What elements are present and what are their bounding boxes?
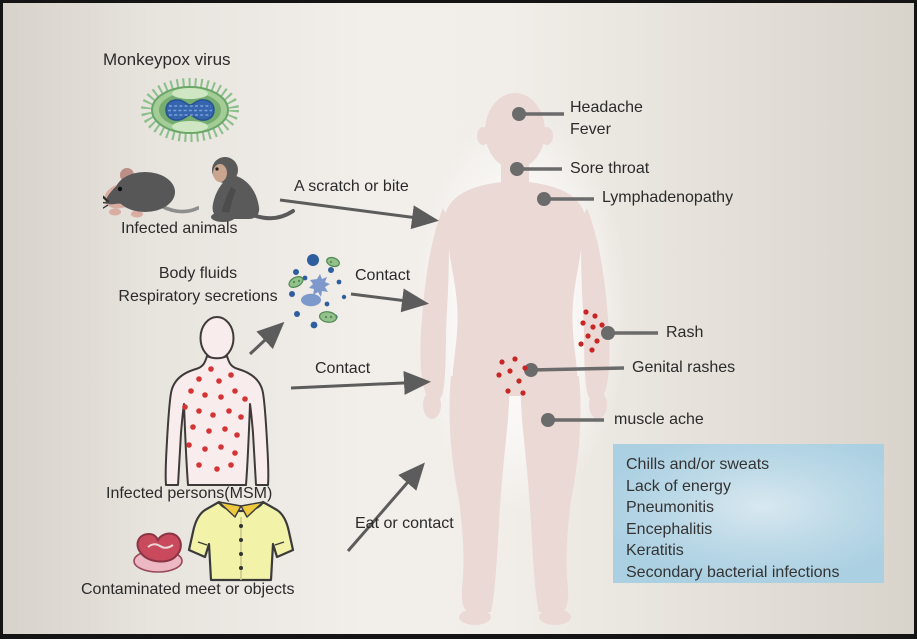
body-leg-right [520, 376, 581, 612]
body-arm-left [420, 208, 449, 401]
symptom-lymphadenopathy-label: Lymphadenopathy [602, 189, 734, 206]
monkeypox-virus-icon [141, 78, 239, 142]
arrow-eat-or-contact [346, 462, 425, 552]
infected-person-icon [164, 316, 270, 486]
callout-dot-headache-fever [512, 107, 526, 121]
complication-keratitis: Keratitis [626, 542, 684, 559]
meat-icon [133, 532, 183, 573]
arrow-person-to-fluids [248, 321, 285, 356]
body-arm-right [581, 208, 610, 401]
complication-encephalitis: Encephalitis [626, 520, 713, 538]
route-contact-1-label: Contact [355, 267, 411, 284]
symptom-fever-label: Fever [570, 121, 611, 138]
symptom-rash-label: Rash [666, 324, 704, 341]
body-foot-right [539, 609, 571, 625]
respiratory-secretions-label: Respiratory secretions [118, 288, 278, 305]
complication-lack-of-energy: Lack of energy [626, 477, 731, 495]
callout-dot-lymphadenopathy [537, 192, 551, 206]
body-torso [445, 181, 585, 396]
body-hand-left [423, 391, 441, 419]
body-foot-left [459, 609, 491, 625]
callout-dot-genital-rashes [524, 363, 538, 377]
body-fluids-label: Body fluids [158, 265, 238, 282]
symptom-sore-throat-label: Sore throat [570, 160, 650, 177]
complication-secondary-bacterial: Secondary bacterial infections [626, 563, 840, 581]
rash-dots-groin [496, 356, 528, 396]
body-head [485, 93, 545, 169]
callout-dot-muscle-ache [541, 413, 555, 427]
monkey-icon [211, 157, 295, 222]
arrow-contact-2 [290, 370, 431, 395]
infected-animals-label: Infected animals [121, 220, 238, 237]
infected-person-rash-dots [182, 366, 248, 472]
figure-title: Monkeypox virus [103, 50, 231, 69]
route-scratch-or-bite-label: A scratch or bite [294, 178, 409, 195]
complication-pneumonitis: Pneumonitis [626, 499, 715, 516]
body-leg-left [449, 376, 510, 612]
route-eat-or-contact-label: Eat or contact [355, 515, 454, 532]
symptom-genital-rashes-label: Genital rashes [632, 359, 736, 376]
body-hand-right [589, 391, 607, 419]
symptom-muscle-ache-label: muscle ache [614, 411, 704, 428]
rat-icon [103, 168, 199, 218]
arrow-contact-1 [350, 288, 429, 313]
body-fluids-particles-icon [288, 254, 347, 329]
shirt-icon [187, 500, 295, 582]
callout-dot-sore-throat [510, 162, 524, 176]
complication-chills: Chills and/or sweats [626, 456, 770, 473]
symptom-headache-label: Headache [570, 99, 643, 116]
callout-dot-rash [601, 326, 615, 340]
arrow-scratch-or-bite [279, 198, 439, 230]
rash-dots-forearm [578, 309, 605, 353]
infected-persons-label: Infected persons(MSM) [106, 485, 273, 502]
route-contact-2-label: Contact [315, 360, 371, 377]
connector-overlay [248, 107, 658, 552]
body-silhouette [420, 93, 610, 625]
complications-box: Chills and/or sweats Lack of energy Pneu… [613, 444, 884, 583]
callout-line-genital-rashes [530, 366, 625, 372]
contaminated-objects-label: Contaminated meet or objects [81, 581, 295, 598]
